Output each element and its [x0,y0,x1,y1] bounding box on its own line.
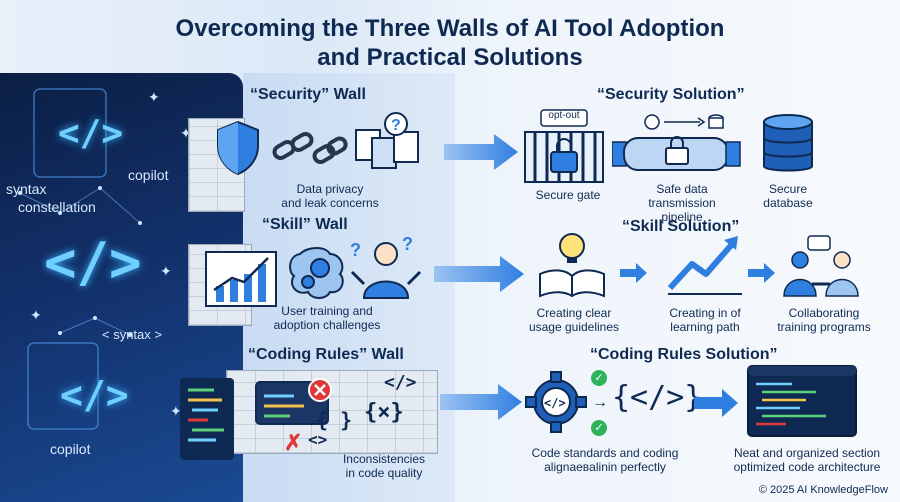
left-label-copilot-2: copilot [50,441,91,457]
coding-rules-wall-title: “Coding Rules” Wall [248,346,404,363]
learning-path-chart-icon [667,236,742,295]
star-icon: ✦ [170,403,182,419]
code-glyph-icon: </> [60,373,129,417]
svg-text:?: ? [402,236,413,254]
brain-gears-icon [289,247,344,299]
training-programs-caption: Collaborating training programs [777,306,871,334]
check-icon: ✓ [591,420,607,436]
braces-code-icon: {</>} [612,380,703,415]
gate-opt-out-tag: opt-out [548,110,580,121]
database-caption: Secure database [763,182,813,210]
svg-text:?: ? [350,240,361,260]
coding-rules-wall-caption: Inconsistencies in code quality [342,452,426,480]
code-editor-icon [180,378,234,460]
left-label-syntax-tag: < syntax > [102,327,162,342]
pipeline-caption: Safe data transmission pipeline [648,182,716,224]
footer-copyright: © 2025 AI KnowledgeFlow [758,484,888,496]
shield-lock-icon [217,120,259,176]
left-label-syntax: syntax [6,181,47,197]
title-line-1: Overcoming the Three Walls of AI Tool Ad… [175,15,725,42]
svg-text:</>: </> [544,396,566,410]
code-architecture-caption: Neat and organized section optimized cod… [733,446,881,474]
arrow-right-icon [748,263,775,283]
x-braces-icon: {×} [364,400,404,425]
braces-icon: { } [316,408,353,432]
arrow-right-icon [444,134,518,170]
secure-gate-caption: Secure gate [535,188,601,202]
code-glyph-icon: </> [44,231,142,294]
arrow-right-icon [434,256,524,292]
left-label-copilot: copilot [128,167,169,183]
svg-text:?: ? [391,117,401,134]
star-icon: ✦ [180,125,192,141]
star-icon: ✦ [30,307,42,323]
security-solution-title: “Security Solution” [597,86,745,103]
arrow-right-icon: → [592,394,608,411]
skill-solution-title: “Skill Solution” [622,218,740,235]
question-documents-icon: ? [355,112,419,169]
skill-wall-caption: User training and adoption challenges [273,304,381,332]
star-icon: ✦ [160,263,172,279]
skill-wall-title: “Skill” Wall [262,216,348,233]
guidelines-caption: Creating clear usage guidelines [528,306,620,334]
star-icon: ✦ [148,89,160,105]
broken-chain-icon [272,131,348,164]
arrow-right-icon [620,263,647,283]
check-icon: ✓ [591,370,607,386]
data-pipeline-icon [612,114,741,171]
security-wall-title: “Security” Wall [250,86,366,103]
confused-person-icon: ? ? [350,236,422,299]
arrow-right-icon [440,384,522,420]
database-icon [763,114,813,172]
growth-chart-icon [205,251,277,307]
code-standards-caption: Code standards and coding alignaeвalinin… [531,446,679,474]
organized-code-window-icon [747,365,857,437]
page-title: Overcoming the Three Walls of AI Tool Ad… [0,14,900,72]
error-window-icon [255,378,332,425]
code-glyph-icon: </> [58,113,124,154]
collaboration-people-icon [783,235,859,297]
guidebook-lightbulb-icon [539,233,605,298]
left-label-constellation: constellation [18,199,96,215]
title-line-2: and Practical Solutions [317,44,583,71]
red-x-icon: ✗ [284,430,303,455]
arrow-right-icon [694,389,738,417]
security-wall-caption: Data privacy and leak concerns [281,182,379,210]
code-gear-icon: </> [525,371,587,433]
secure-gate-icon [524,109,604,183]
constellation-lines [18,88,142,430]
chevrons-icon: <> [308,430,328,449]
coding-rules-solution-title: “Coding Rules Solution” [590,346,778,363]
learning-path-caption: Creating in of learning path [669,306,741,334]
code-tag-icon: </> [384,372,417,393]
